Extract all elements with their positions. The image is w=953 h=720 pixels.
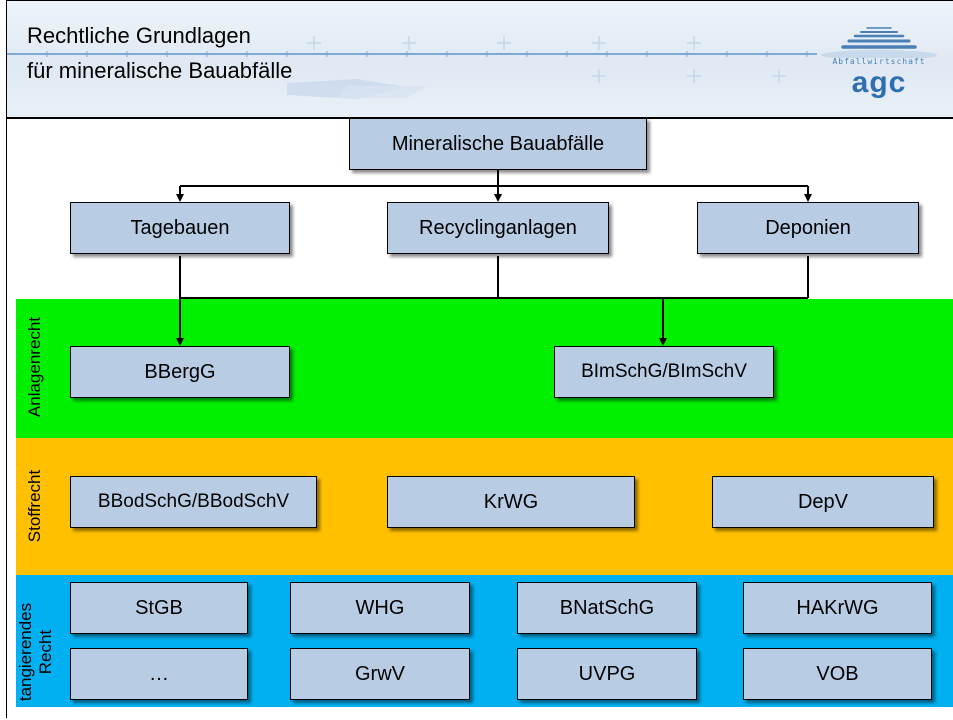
node-bnatschg: BNatSchG [517, 582, 697, 634]
node-deponien: Deponien [697, 202, 919, 254]
frame-left-border [6, 0, 7, 718]
node-tagebauen: Tagebauen [70, 202, 290, 254]
node-mineralische-bauabfaelle: Mineralische Bauabfälle [349, 118, 647, 170]
node-krwg: KrWG [387, 476, 635, 528]
label-tangierendes-line-1: tangierendes [16, 602, 35, 702]
logo-lines-icon [821, 27, 937, 60]
node-bimschg: BImSchG/BImSchV [554, 346, 774, 398]
agc-logo: Abfallwirtschaft agc [819, 26, 939, 106]
node-ellipsis: … [70, 648, 248, 700]
node-bbergg: BBergG [70, 346, 290, 398]
logo-subtitle: Abfallwirtschaft [832, 57, 926, 66]
node-stgb: StGB [70, 582, 248, 634]
label-tangierendes-recht: tangierendes Recht [16, 584, 56, 720]
node-uvpg: UVPG [517, 648, 697, 700]
node-recyclinganlagen: Recyclinganlagen [387, 202, 609, 254]
node-bbodschg: BBodSchG/BBodSchV [70, 476, 317, 528]
node-grwv: GrwV [290, 648, 470, 700]
label-stoffrecht: Stoffrecht [25, 469, 44, 543]
label-tangierendes-line-2: Recht [36, 629, 55, 675]
node-hakrwg: HAKrWG [743, 582, 932, 634]
slide-title-line-1: Rechtliche Grundlagen [27, 23, 251, 48]
node-depv: DepV [712, 476, 934, 528]
label-anlagenrecht: Anlagenrecht [25, 316, 44, 418]
slide-header: Rechtliche Grundlagen für mineralische B… [7, 1, 953, 119]
frame-top-border [6, 0, 953, 1]
slide-title-line-2: für mineralische Bauabfälle [27, 58, 293, 83]
logo-wordmark: agc [851, 66, 907, 99]
node-vob: VOB [743, 648, 932, 700]
node-whg: WHG [290, 582, 470, 634]
